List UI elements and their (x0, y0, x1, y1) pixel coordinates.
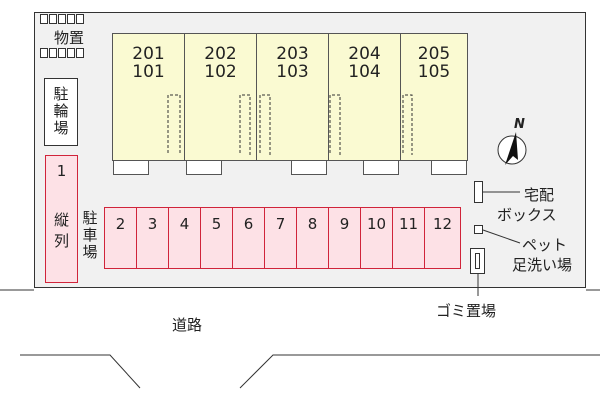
unit-lower-number: 101 (132, 62, 165, 82)
unit-201-101: 201 101 (112, 33, 185, 161)
garbage-area (470, 248, 485, 274)
unit-lower-number: 103 (276, 62, 309, 82)
tandem-note-1: 縦 (53, 211, 69, 229)
road-label: 道路 (172, 316, 203, 334)
parking-space-2: 2 (104, 207, 137, 269)
unit-upper-number: 205 (417, 44, 451, 64)
compass-north-label: N (514, 117, 525, 132)
entrance-dash-lines (167, 94, 413, 155)
delivery-box-label: 宅配 ボックス (497, 186, 557, 224)
unit-lower-number: 105 (417, 62, 451, 82)
unit-upper-number: 203 (276, 44, 309, 64)
road-lines (0, 289, 600, 389)
entrance-step (363, 160, 399, 175)
bike-label-3: 場 (53, 119, 69, 137)
parking-space-11: 11 (392, 207, 425, 269)
pet-wash-station (474, 225, 483, 234)
entrance-step (291, 160, 327, 175)
parking-space-10: 10 (360, 207, 393, 269)
unit-203-103: 203 103 (256, 33, 329, 161)
leader-lines (477, 191, 521, 296)
space-1-number: 1 (56, 162, 67, 180)
parking-space-7: 7 (264, 207, 297, 269)
unit-202-102: 202 102 (184, 33, 257, 161)
entrance-step (431, 160, 467, 175)
garbage-area-label: ゴミ置場 (436, 302, 497, 320)
parking-space-12: 12 (424, 207, 461, 269)
pet-wash-label: ペット 足洗い場 (512, 236, 573, 274)
parking-space-8: 8 (296, 207, 329, 269)
parking-label: 駐 車 場 (82, 209, 98, 261)
storage-sheds (40, 14, 86, 62)
compass-icon (497, 132, 527, 165)
unit-lower-number: 104 (348, 62, 381, 82)
bike-label-2: 輪 (53, 102, 69, 120)
storage-label: 物置 (54, 29, 85, 47)
entrance-step (186, 160, 222, 175)
parking-space-1-tandem: 1 縦 列 (45, 155, 78, 283)
unit-upper-number: 202 (204, 44, 237, 64)
delivery-box (474, 181, 483, 203)
unit-205-105: 205 105 (400, 33, 468, 161)
unit-lower-number: 102 (204, 62, 237, 82)
entrance-step (113, 160, 149, 175)
unit-upper-number: 201 (132, 44, 165, 64)
tandem-note-2: 列 (53, 232, 69, 250)
bicycle-parking: 駐 輪 場 (44, 78, 78, 146)
parking-space-6: 6 (232, 207, 265, 269)
unit-upper-number: 204 (348, 44, 381, 64)
bike-label-1: 駐 (53, 85, 69, 103)
parking-space-4: 4 (168, 207, 201, 269)
